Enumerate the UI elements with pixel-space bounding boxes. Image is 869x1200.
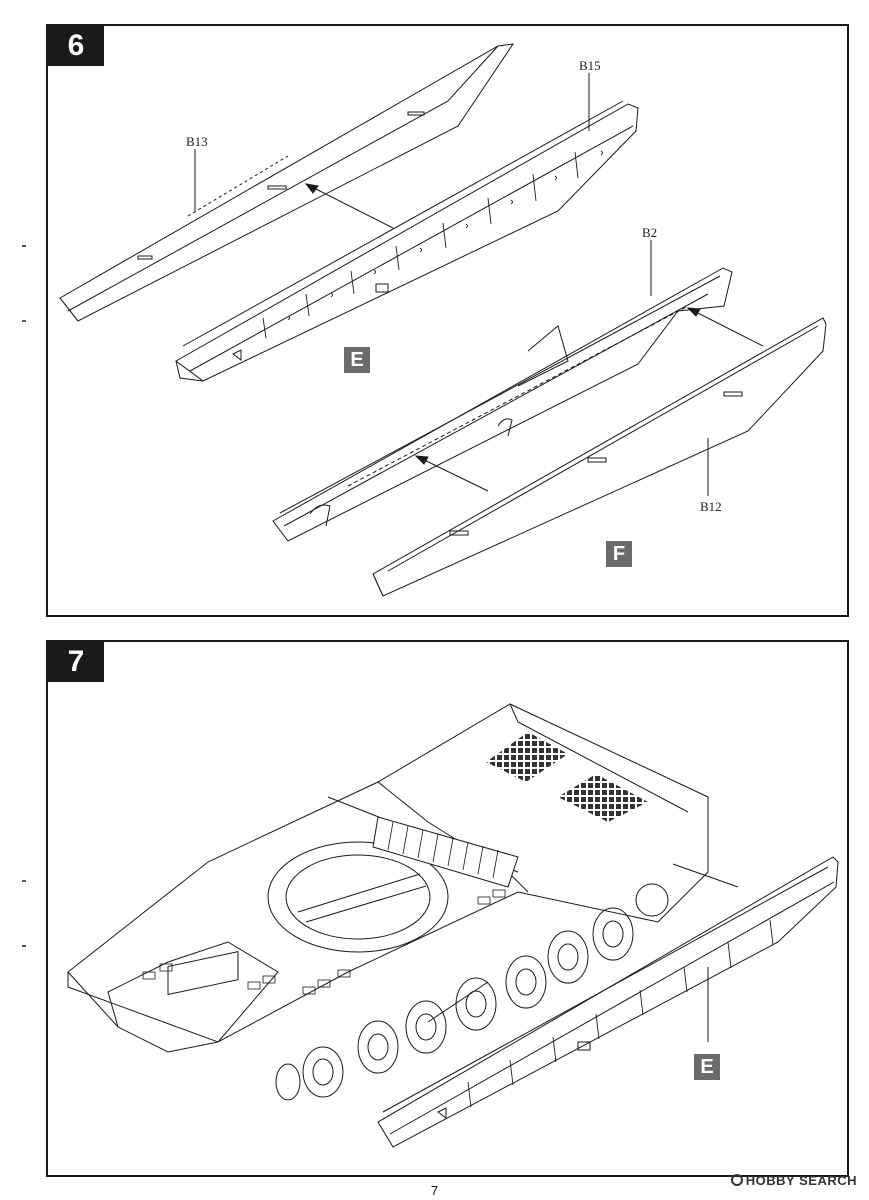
step-7-number: 7 <box>48 642 104 682</box>
label-b13: B13 <box>186 134 208 149</box>
label-b15: B15 <box>579 58 601 73</box>
road-wheels <box>275 883 669 1101</box>
box-label-e: E <box>344 347 370 373</box>
label-b12: B12 <box>700 499 722 514</box>
step-7-panel: 7 <box>46 640 849 1177</box>
step-6-diagram: B13 B15 B2 B12 <box>59 43 827 597</box>
box-label-f: F <box>606 541 632 567</box>
watermark-text: HOBBY SEARCH <box>745 1173 857 1188</box>
box-label-e-step7: E <box>694 1054 720 1080</box>
edge-mark <box>22 245 26 247</box>
part-b13-drawing <box>59 43 515 322</box>
step-6-number: 6 <box>48 26 104 66</box>
label-b2: B2 <box>642 225 657 240</box>
part-b2-drawing <box>272 267 733 542</box>
side-fender-drawing <box>377 856 839 1148</box>
watermark-logo-icon <box>730 1174 743 1186</box>
part-b15-drawing <box>175 100 639 382</box>
step-7-diagram <box>67 703 839 1148</box>
step-6-panel: 6 <box>46 24 849 617</box>
edge-mark <box>22 880 26 882</box>
part-b12-drawing <box>372 317 827 597</box>
edge-mark <box>22 320 26 322</box>
watermark: HOBBY SEARCH <box>730 1173 857 1188</box>
edge-mark <box>22 945 26 947</box>
hull-drawing <box>67 703 709 1101</box>
page-number: 7 <box>430 1183 439 1198</box>
